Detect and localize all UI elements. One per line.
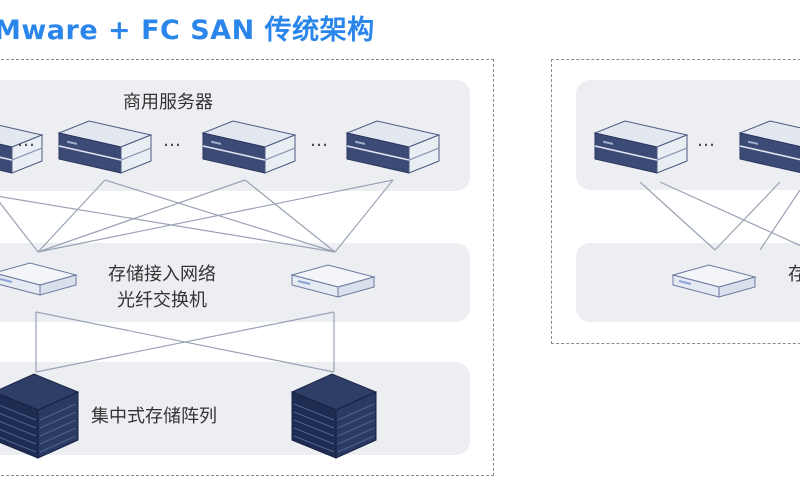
right-architecture-frame (551, 59, 800, 344)
server-icon (739, 120, 800, 174)
server-icon (346, 120, 440, 174)
switch-band (0, 243, 470, 322)
diagram-title: Mware + FC SAN 传统架构 (0, 15, 375, 46)
switch-storage-links (35, 311, 335, 373)
switch-label-line2: 光纤交换机 (117, 290, 207, 311)
server-icon (594, 120, 688, 174)
storage-array-icon (291, 373, 377, 459)
ellipsis: … (17, 130, 37, 151)
server-switch-links (0, 179, 394, 253)
fc-switch-icon (672, 264, 756, 298)
fc-switch-icon (291, 264, 375, 298)
fc-switch-icon (0, 262, 77, 296)
servers-label: 商用服务器 (123, 92, 213, 113)
server-icon (202, 120, 296, 174)
ellipsis: … (697, 130, 717, 151)
right-switch-label: 存 (788, 264, 800, 285)
left-architecture-frame (0, 59, 494, 476)
right-server-switch-links (639, 181, 800, 251)
ellipsis: … (163, 130, 183, 151)
server-icon (58, 120, 152, 174)
ellipsis: … (310, 130, 330, 151)
storage-array-icon (0, 373, 79, 459)
switch-label-line1: 存储接入网络 (108, 264, 216, 285)
storage-label: 集中式存储阵列 (91, 406, 217, 427)
